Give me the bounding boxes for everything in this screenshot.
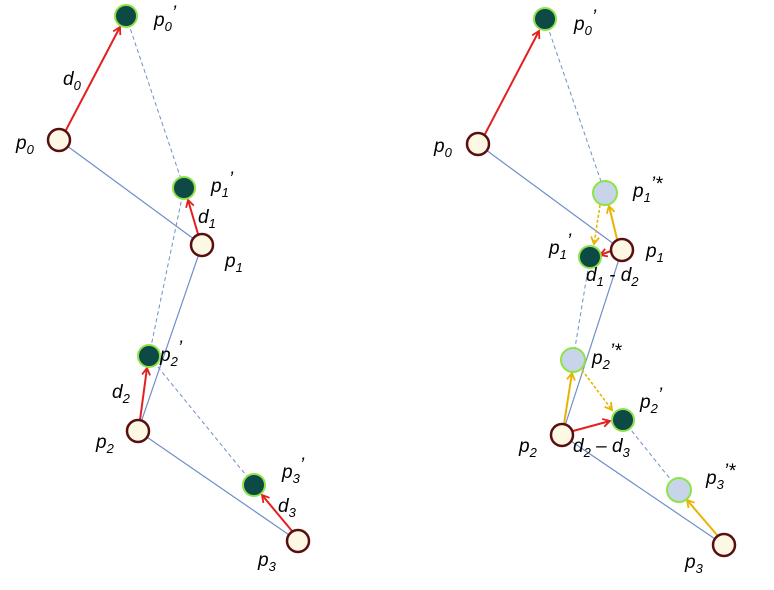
left-node-p1t <box>172 176 196 200</box>
right-node-p3 <box>711 532 737 558</box>
left-label-p2: p2 <box>95 432 115 456</box>
left-label-p0: p0 <box>15 133 35 157</box>
right-node-p0t <box>533 7 557 31</box>
right-label-p2s: p2’* <box>591 341 622 372</box>
left-arrow-d0 <box>65 25 122 131</box>
left-node-p1 <box>189 232 215 258</box>
left-label-d0: d0 <box>63 69 82 93</box>
right-node-p2 <box>549 422 575 448</box>
right-node-p2t <box>611 408 635 432</box>
right-arrow-p2-to-p2s <box>563 371 576 425</box>
left-label-d3: d3 <box>278 496 297 520</box>
right-arrow-p0 <box>484 29 541 135</box>
right-label-p2: p2 <box>518 436 538 460</box>
left-dashed-p2t-p3t <box>148 355 255 486</box>
right-label-p1: p1 <box>645 241 664 265</box>
left-arrow-d2 <box>139 366 151 421</box>
right-node-p0 <box>465 131 491 157</box>
right-chain-p1-p2 <box>561 249 623 436</box>
right-arrow-p1-to-p1t <box>598 248 612 258</box>
right-label-p0: p0 <box>433 136 453 160</box>
right-label-p1s: p1’* <box>632 174 663 205</box>
left-node-p0 <box>46 127 72 153</box>
left-label-p0t: p0’ <box>153 3 177 34</box>
left-node-p2t <box>137 344 161 368</box>
left-label-d1: d1 <box>198 207 216 231</box>
right-dashed-p1t-p2s <box>572 256 591 361</box>
right-label-p3: p3 <box>684 552 704 576</box>
left-chain-p2-p3 <box>137 430 299 542</box>
left-label-p2t: p2’ <box>159 338 183 369</box>
left-node-p2 <box>125 418 151 444</box>
right-label-d2-minus-d3: d2 – d3 <box>573 436 631 460</box>
left-label-p3: p3 <box>257 550 277 574</box>
right-arrow-p1s-to-p1t <box>590 204 601 246</box>
right-arrow-p3-to-p3s <box>685 498 718 536</box>
right-label-d1-minus-d2: d1 - d2 <box>586 265 639 289</box>
left-label-d2: d2 <box>112 382 131 406</box>
left-arrow-d1 <box>185 198 199 235</box>
left-panel: p0 p1 p2 p3 p0’ p1’ p2’ p3’ d0 d1 d2 d3 <box>15 3 311 574</box>
left-node-p3 <box>285 528 311 554</box>
left-chain-p0-p1 <box>58 139 203 246</box>
left-dashed-p1t-p2t <box>148 187 185 357</box>
left-node-p3t <box>242 473 266 497</box>
right-chain-p0-p1 <box>477 143 623 251</box>
left-chain-p1-p2 <box>137 244 203 432</box>
left-arrow-d3 <box>260 493 293 532</box>
right-panel: p0 p1 p2 p3 p0’ p1’ p2’ p1’* p2’* p3’* d… <box>433 7 737 576</box>
left-label-p3t: p3’ <box>281 455 305 486</box>
right-arrow-p2s-to-p2t <box>581 369 614 412</box>
right-arrow-p1-to-p1s <box>605 204 618 240</box>
right-label-p0t: p0’ <box>573 7 597 38</box>
left-label-p1t: p1’ <box>210 169 234 200</box>
right-label-p3s: p3’* <box>705 461 736 492</box>
left-node-p0t <box>114 4 138 28</box>
right-label-p2t: p2’ <box>639 385 663 416</box>
left-label-p1: p1 <box>224 251 243 275</box>
right-dashed-p2t-p3s <box>622 419 680 491</box>
right-node-p1s <box>592 180 618 206</box>
left-dashed-p0t-p1t <box>125 15 185 189</box>
right-node-p1 <box>609 237 635 263</box>
right-node-p3s <box>666 477 692 503</box>
right-dashed-p0t-p1t <box>544 18 606 194</box>
right-arrow-p2-to-p2t <box>572 418 612 432</box>
right-label-p1t: p1’ <box>548 231 572 262</box>
right-node-p2s <box>560 347 586 373</box>
right-chain-p2-p3 <box>561 434 725 546</box>
right-node-p1t <box>578 245 602 269</box>
